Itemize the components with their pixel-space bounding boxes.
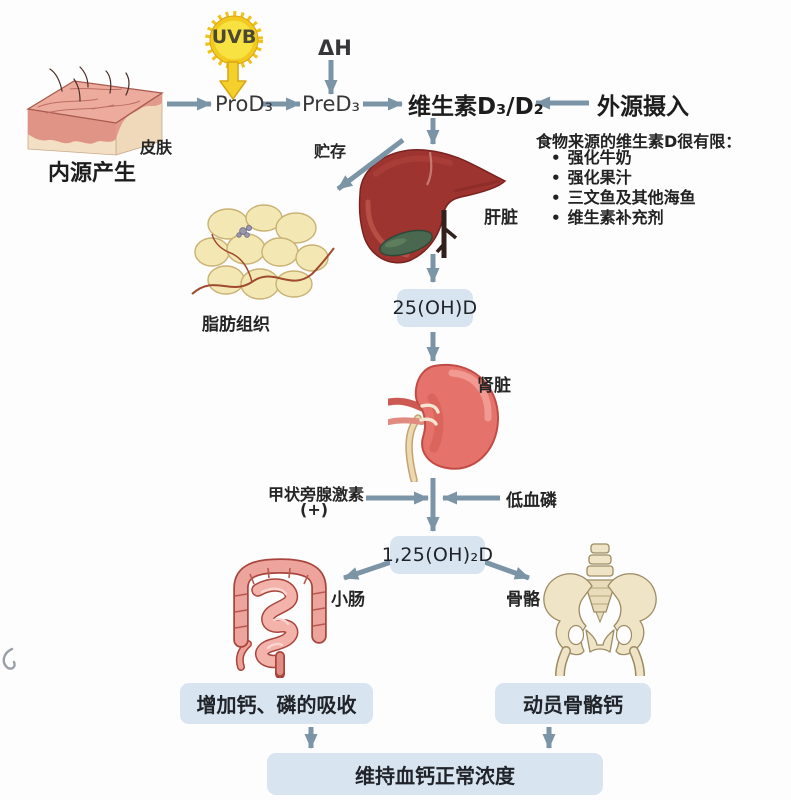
pth-label: 甲状旁腺激素 [268, 485, 365, 504]
intestine-label: 小肠 [331, 590, 365, 610]
uvb-sun-icon [205, 11, 263, 69]
outcome-box: 维持血钙正常浓度 [267, 753, 603, 795]
storage-label: 贮存 [314, 142, 347, 161]
liver-label: 肝脏 [484, 208, 518, 228]
food-source-item: 三文鱼及其他海鱼 [551, 188, 696, 208]
vitamin-d-label: 维生素D₃/D₂ [408, 94, 544, 120]
skin-label: 皮肤 [140, 138, 173, 157]
uvb-label: UVB [211, 26, 257, 48]
liver-illustration [358, 149, 507, 264]
prod3-label: ProD₃ [215, 92, 273, 116]
endogenous-label: 内源产生 [48, 161, 137, 186]
low-phosphate-label: 低血磷 [506, 491, 557, 511]
food-source-item: 维生素补充剂 [551, 208, 696, 228]
food-source-item: 强化果汁 [551, 168, 696, 188]
edge-artifact-illustration [2, 647, 16, 670]
uvb-arrow [219, 61, 247, 100]
kidney-illustration [388, 363, 500, 482]
pred3-label: PreD₃ [302, 92, 360, 116]
metabolite-25ohd-box: 25(OH)D [393, 289, 477, 327]
food-source-list: 强化牛奶 强化果汁 三文鱼及其他海鱼 维生素补充剂 [551, 148, 696, 228]
kidney-label: 肾脏 [477, 376, 511, 396]
adipose-label: 脂肪组织 [202, 315, 270, 335]
pelvis-bone-illustration [543, 543, 657, 676]
intestine-illustration [233, 558, 327, 678]
heat-label: ΔH [318, 36, 352, 60]
metabolite-125ohd-box: 1,25(OH)₂D [382, 536, 493, 574]
intestine-effect-box: 增加钙、磷的吸收 [180, 683, 373, 724]
adipose-tissue-illustration [191, 204, 335, 300]
bone-effect-box: 动员骨骼钙 [495, 683, 651, 724]
pth-sign-label: (+) [300, 500, 329, 519]
bone-label: 骨骼 [506, 590, 540, 610]
skin-illustration [26, 66, 164, 156]
food-source-item: 强化牛奶 [551, 148, 696, 168]
food-note-heading: 食物来源的维生素D很有限： [536, 132, 742, 151]
exogenous-title: 外源摄入 [597, 94, 689, 120]
